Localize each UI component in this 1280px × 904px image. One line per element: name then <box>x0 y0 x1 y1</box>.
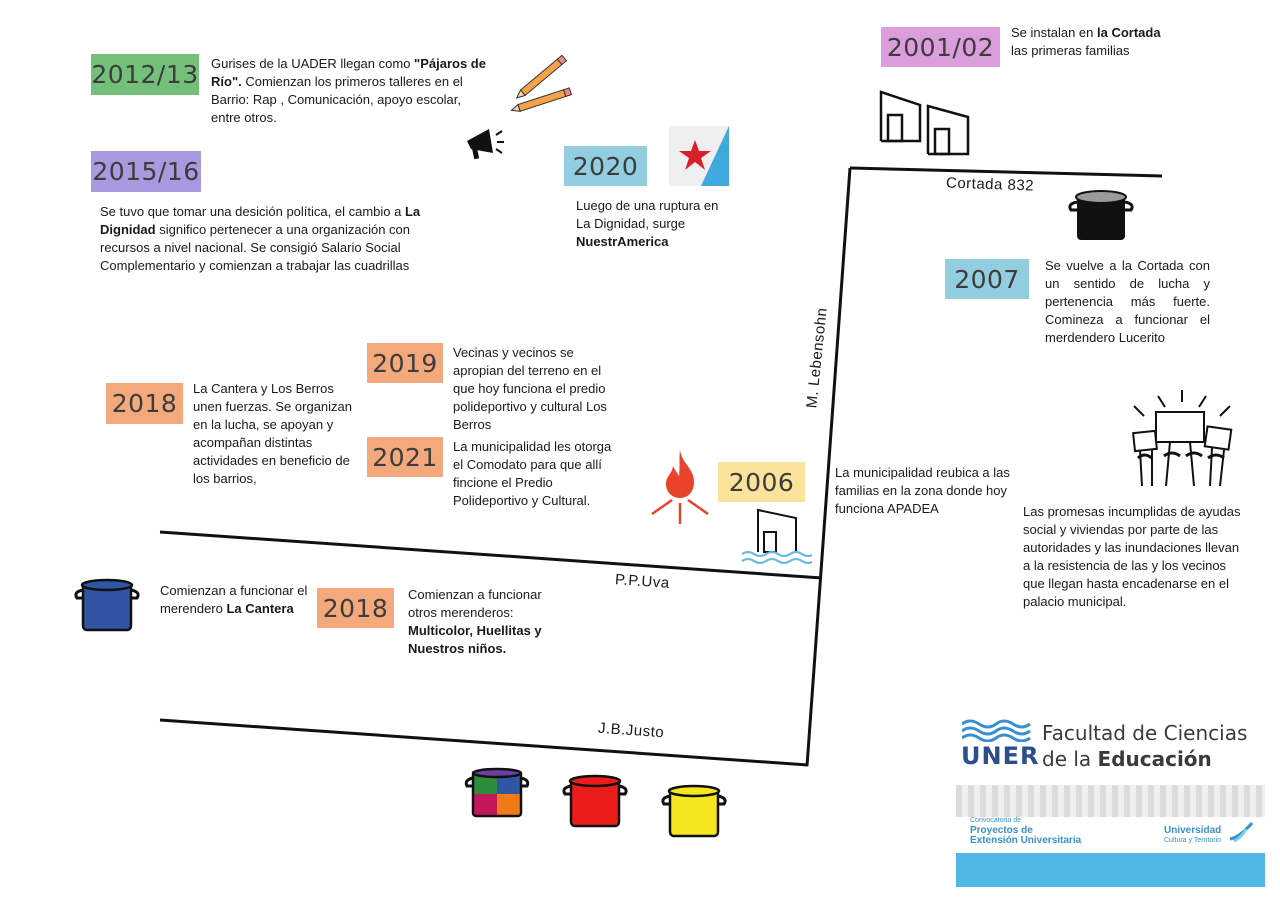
fire-icon <box>651 450 709 524</box>
convocatoria-banner: Convocatoria de Proyectos de Extensión U… <box>956 785 1265 887</box>
jbjusto-street-line <box>159 718 809 767</box>
ppuva-street-line <box>159 530 823 580</box>
year-badge-2007: 2007 <box>945 259 1029 299</box>
banner-universidad-line2: Cultura y Territorio <box>1164 837 1222 844</box>
event-text-2001: Se instalan en la Cortada las primeras f… <box>1011 25 1161 58</box>
year-badge-2020: 2020 <box>564 146 647 186</box>
banner-proyectos-line1: Proyectos de <box>970 825 1033 836</box>
universidad-logo-icon <box>1229 822 1254 843</box>
pencils-icon <box>510 55 573 112</box>
street-label-cortada: Cortada 832 <box>945 174 1035 195</box>
event-text-2018-b: Comienzan a funcionar otros merenderos: … <box>408 587 542 656</box>
year-badge-2015: 2015/16 <box>91 151 201 192</box>
event-text-2015: Se tuvo que tomar una desición política,… <box>100 204 421 273</box>
event-text-2021: La municipalidad les otorga el Comodato … <box>453 439 612 508</box>
event-text-cantera: Comienzan a funcionar el merendero La Ca… <box>160 583 308 616</box>
event-text-protest: Las promesas incumplidas de ayudas socia… <box>1023 504 1241 609</box>
pot-icon-red <box>562 774 628 828</box>
event-text-2007: Se vuelve a la Cortada con un sentido de… <box>1045 258 1210 345</box>
banner-universidad-line1: Universidad <box>1164 825 1222 836</box>
year-badge-2018-a: 2018 <box>106 383 183 424</box>
pot-icon <box>1068 190 1134 240</box>
banner-proyectos-line2: Extensión Universitaria <box>970 835 1082 846</box>
cortada-street-line <box>849 166 1163 178</box>
facultad-title: Facultad de Ciencias de la Educación <box>1042 720 1247 772</box>
lebensohn-street-line <box>805 167 852 767</box>
pot-icon-yellow <box>661 784 727 838</box>
event-text-2012: Gurises de la UADER llegan como "Pájaros… <box>211 56 486 125</box>
banner-footer <box>956 853 1265 887</box>
event-text-2018-a: La Cantera y Los Berros unen fuerzas. Se… <box>193 381 352 486</box>
year-badge-2019: 2019 <box>367 343 443 383</box>
facultad-title-line1: Facultad de Ciencias <box>1042 721 1248 745</box>
banner-crowd <box>956 785 1265 817</box>
protest-icon <box>1132 390 1233 487</box>
year-badge-2021: 2021 <box>367 437 443 477</box>
year-badge-2001: 2001/02 <box>881 27 1000 67</box>
flag-icon <box>669 126 729 186</box>
houses-icon <box>879 90 970 156</box>
flooded-house-icon <box>741 508 812 564</box>
banner-conv: Convocatoria de <box>970 817 1021 824</box>
banner-universidad: Universidad Cultura y Territorio <box>1164 826 1221 846</box>
uner-waves-icon <box>962 719 1031 742</box>
uner-logo-text: UNER <box>961 742 1040 770</box>
event-text-2006: La municipalidad reubica a las familias … <box>835 465 1010 516</box>
event-text-2019: Vecinas y vecinos se apropian del terren… <box>453 345 607 432</box>
year-badge-2012: 2012/13 <box>91 54 199 95</box>
facultad-title-line2: de la Educación <box>1042 747 1212 771</box>
event-text-2020: Luego de una ruptura en La Dignidad, sur… <box>576 198 719 249</box>
year-badge-2018-b: 2018 <box>317 588 394 628</box>
banner-proyectos: Proyectos de Extensión Universitaria <box>970 826 1081 846</box>
megaphone-icon <box>467 129 504 160</box>
pot-icon-blue <box>74 578 140 632</box>
year-badge-2006: 2006 <box>718 462 805 502</box>
pot-icon-multicolor <box>464 767 530 818</box>
